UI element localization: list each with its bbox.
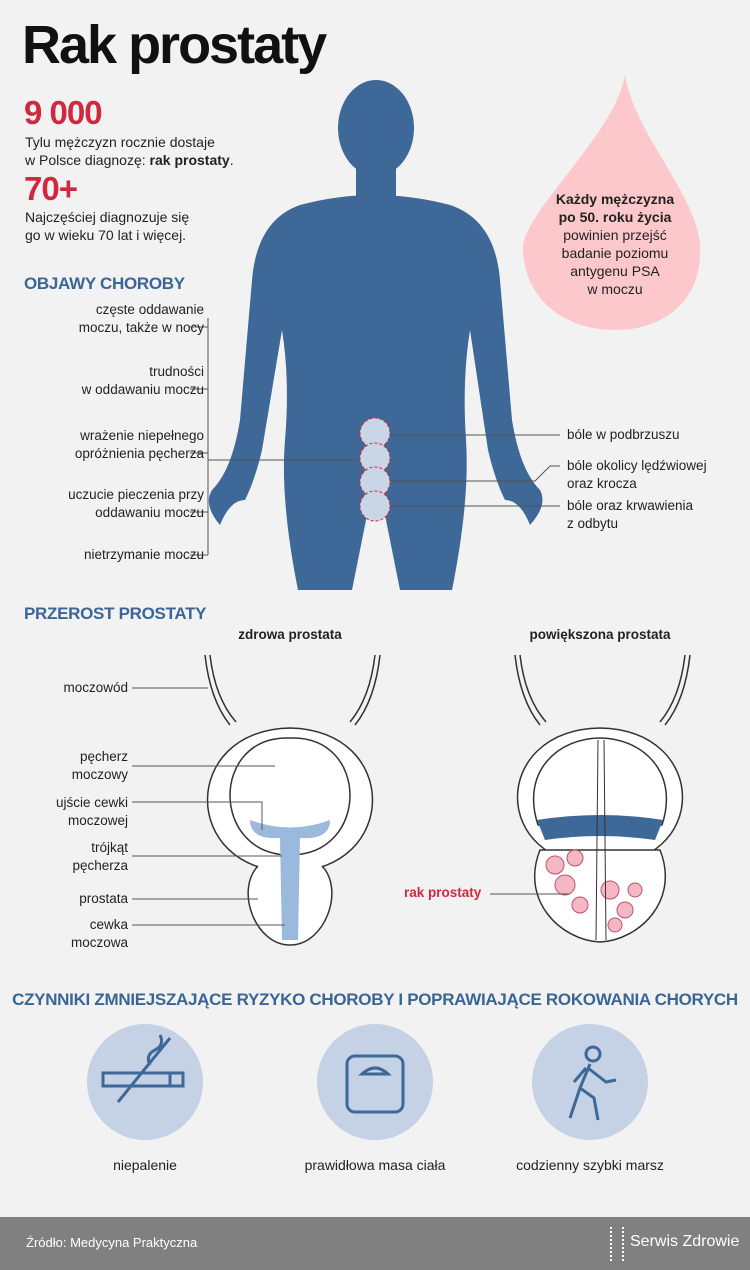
psa-drop-text: Każdy mężczyzna po 50. roku życia powini… <box>520 190 710 298</box>
stat-text-cases: Tylu mężczyzn rocznie dostaje w Polsce d… <box>25 133 234 169</box>
page-title: Rak prostaty <box>22 15 327 75</box>
psa-line: powinien przejść <box>563 227 667 243</box>
label-cancer: rak prostaty <box>404 885 482 900</box>
label-prostate: prostata <box>79 891 128 906</box>
prostate-diagrams <box>132 654 691 946</box>
source-text: Źródło: Medycyna Praktyczna <box>26 1235 198 1250</box>
brand-name: Serwis Zdrowie <box>630 1233 740 1250</box>
factor-label: codzienny szybki marsz <box>516 1157 664 1173</box>
healthy-caption: zdrowa prostata <box>238 627 342 642</box>
stat-value-cases: 9 000 <box>24 94 103 131</box>
symptom-left: nietrzymanie moczu <box>83 547 204 562</box>
symptom-circle <box>359 490 391 522</box>
brand-logo-icon <box>610 1227 624 1261</box>
no-smoking-icon <box>101 1034 185 1103</box>
stat-bold: rak prostaty <box>149 152 230 168</box>
symptom-circle <box>359 466 391 498</box>
enlarged-caption: powiększona prostata <box>529 627 671 642</box>
label-ureter: moczowód <box>63 680 128 695</box>
psa-line: badanie poziomu <box>561 245 669 261</box>
psa-drop-shape <box>522 75 701 330</box>
stat-value-age: 70+ <box>24 170 78 207</box>
footer: Źródło: Medycyna Praktyczna Serwis Zdrow… <box>0 1217 750 1270</box>
symptom-circle <box>359 442 391 474</box>
body-silhouette <box>190 80 560 590</box>
psa-bold: po 50. roku życia <box>558 209 672 225</box>
stat-line: Tylu mężczyzn rocznie dostaje <box>25 134 215 150</box>
symptom-circle <box>359 417 391 449</box>
stat-line: Najczęściej diagnozuje się <box>25 209 190 225</box>
hyperplasia-heading: PRZEROST PROSTATY <box>24 604 207 623</box>
stat-line: go w wieku 70 lat i więcej. <box>25 227 187 243</box>
psa-bold: Każdy mężczyzna <box>555 191 675 207</box>
scale-icon <box>345 1054 405 1114</box>
walking-icon <box>568 1045 617 1121</box>
factors-heading: CZYNNIKI ZMNIEJSZAJĄCE RYZYKO CHOROBY I … <box>12 990 738 1009</box>
psa-line: antygenu PSA <box>570 263 660 279</box>
factor-icons <box>87 1024 648 1140</box>
factor-label: prawidłowa masa ciała <box>304 1157 446 1173</box>
symptom-right: bóle w podbrzuszu <box>567 427 680 442</box>
symptoms-heading: OBJAWY CHOROBY <box>24 274 185 293</box>
stat-line: w Polsce diagnozę: <box>25 152 150 168</box>
stat-line: . <box>229 152 234 168</box>
factor-label: niepalenie <box>113 1157 177 1173</box>
stat-text-age: Najczęściej diagnozuje się go w wieku 70… <box>25 208 189 244</box>
psa-line: w moczu <box>587 281 643 297</box>
